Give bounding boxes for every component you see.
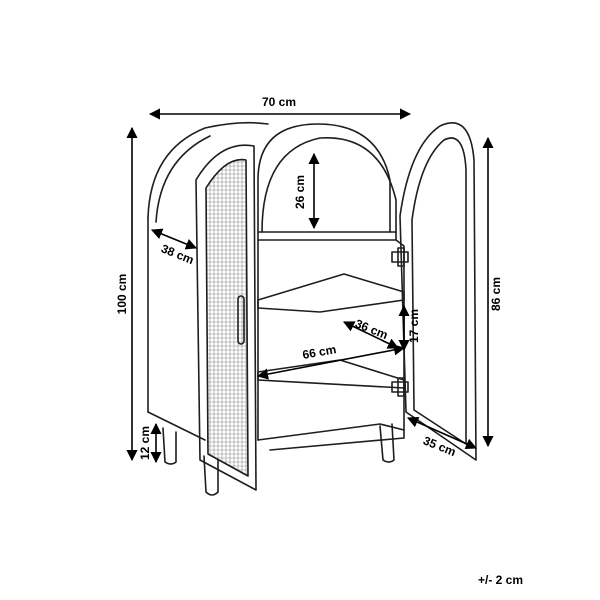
door-handle <box>237 295 245 345</box>
right-door <box>391 122 477 461</box>
svg-text:26 cm: 26 cm <box>293 175 307 209</box>
cabinet-legs <box>162 423 395 496</box>
dim-inner-width: 66 cm <box>256 342 406 380</box>
svg-text:86 cm: 86 cm <box>489 277 503 311</box>
svg-text:70 cm: 70 cm <box>262 95 296 109</box>
svg-text:36 cm: 36 cm <box>353 316 390 342</box>
svg-text:17 cm: 17 cm <box>407 309 421 343</box>
dim-leg-height: 12 cm <box>138 422 162 464</box>
dim-shelf-depth: 36 cm <box>342 316 400 349</box>
dim-shelf-spacing: 17 cm <box>398 304 421 352</box>
cabinet-body <box>147 121 405 496</box>
dim-depth: 38 cm <box>150 228 198 267</box>
svg-text:66 cm: 66 cm <box>301 342 337 362</box>
svg-text:12 cm: 12 cm <box>138 426 152 460</box>
dim-width: 70 cm <box>148 95 412 120</box>
hinge-top <box>391 247 409 267</box>
left-door <box>195 144 257 491</box>
dim-door-height: 86 cm <box>482 136 503 448</box>
tolerance-note: +/- 2 cm <box>478 573 524 587</box>
svg-text:100 cm: 100 cm <box>115 274 129 315</box>
dim-height: 100 cm <box>115 126 138 462</box>
dim-arch-height: 26 cm <box>293 152 320 230</box>
